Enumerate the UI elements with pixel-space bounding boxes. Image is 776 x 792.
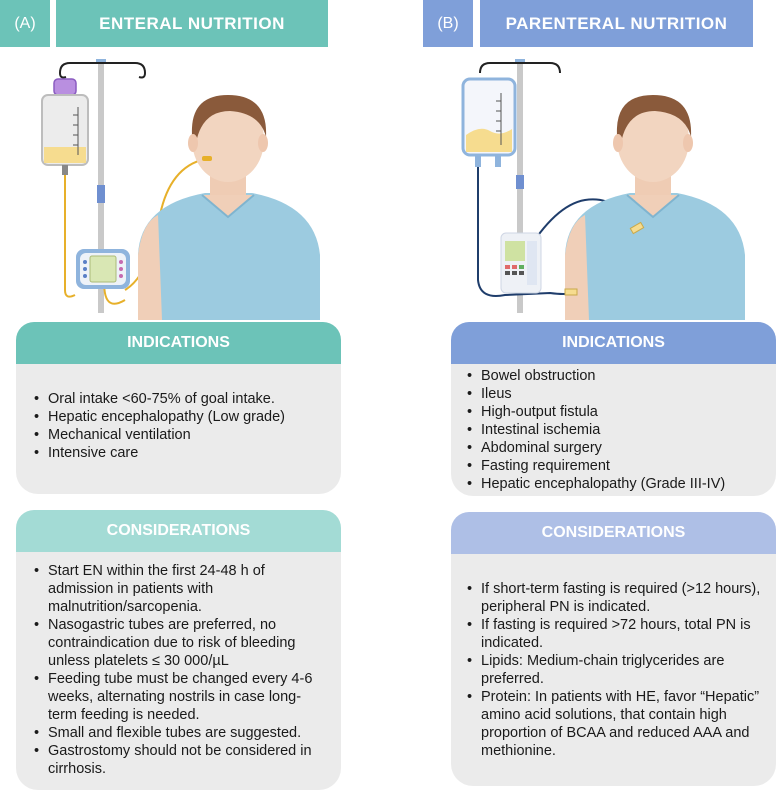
- enteral-indications-list: Oral intake <60-75% of goal intake. Hepa…: [32, 390, 329, 462]
- list-item: Hepatic encephalopathy (Low grade): [32, 408, 329, 426]
- list-item: Intestinal ischemia: [465, 421, 768, 439]
- list-item: Protein: In patients with HE, favor “Hep…: [465, 688, 766, 760]
- enteral-considerations-header: CONSIDERATIONS: [16, 510, 341, 552]
- list-item: Lipids: Medium-chain triglycerides are p…: [465, 652, 766, 688]
- list-item: Mechanical ventilation: [32, 426, 329, 444]
- parenteral-indications-list: Bowel obstruction Ileus High-output fist…: [465, 367, 768, 493]
- list-item: Nasogastric tubes are preferred, no cont…: [32, 616, 329, 670]
- list-item: Abdominal surgery: [465, 439, 768, 457]
- list-item: Intensive care: [32, 444, 329, 462]
- list-item: Ileus: [465, 385, 768, 403]
- list-item: Small and flexible tubes are suggested.: [32, 724, 329, 742]
- enteral-indications-box: Oral intake <60-75% of goal intake. Hepa…: [16, 364, 341, 494]
- panel-b-title: PARENTERAL NUTRITION: [480, 0, 753, 47]
- list-item: Gastrostomy should not be considered in …: [32, 742, 329, 778]
- list-item: Start EN within the first 24-48 h of adm…: [32, 562, 329, 616]
- panel-a-letter: (A): [0, 0, 50, 47]
- list-item: High-output fistula: [465, 403, 768, 421]
- list-item: Feeding tube must be changed every 4-6 w…: [32, 670, 329, 724]
- enteral-illustration: [41, 59, 320, 320]
- list-item: Oral intake <60-75% of goal intake.: [32, 390, 329, 408]
- parenteral-indications-header: INDICATIONS: [451, 322, 776, 364]
- enteral-indications-header: INDICATIONS: [16, 322, 341, 364]
- list-item: If short-term fasting is required (>12 h…: [465, 580, 766, 616]
- parenteral-indications-box: Bowel obstruction Ileus High-output fist…: [451, 364, 776, 496]
- list-item: Hepatic encephalopathy (Grade III-IV): [465, 475, 768, 493]
- parenteral-considerations-list: If short-term fasting is required (>12 h…: [465, 580, 766, 760]
- parenteral-considerations-box: If short-term fasting is required (>12 h…: [451, 554, 776, 786]
- list-item: Fasting requirement: [465, 457, 768, 475]
- list-item: If fasting is required >72 hours, total …: [465, 616, 766, 652]
- panel-b-letter: (B): [423, 0, 473, 47]
- enteral-considerations-box: Start EN within the first 24-48 h of adm…: [16, 552, 341, 790]
- enteral-considerations-list: Start EN within the first 24-48 h of adm…: [32, 562, 329, 778]
- panel-a-title: ENTERAL NUTRITION: [56, 0, 328, 47]
- parenteral-considerations-header: CONSIDERATIONS: [451, 512, 776, 554]
- parenteral-illustration: [461, 59, 745, 320]
- list-item: Bowel obstruction: [465, 367, 768, 385]
